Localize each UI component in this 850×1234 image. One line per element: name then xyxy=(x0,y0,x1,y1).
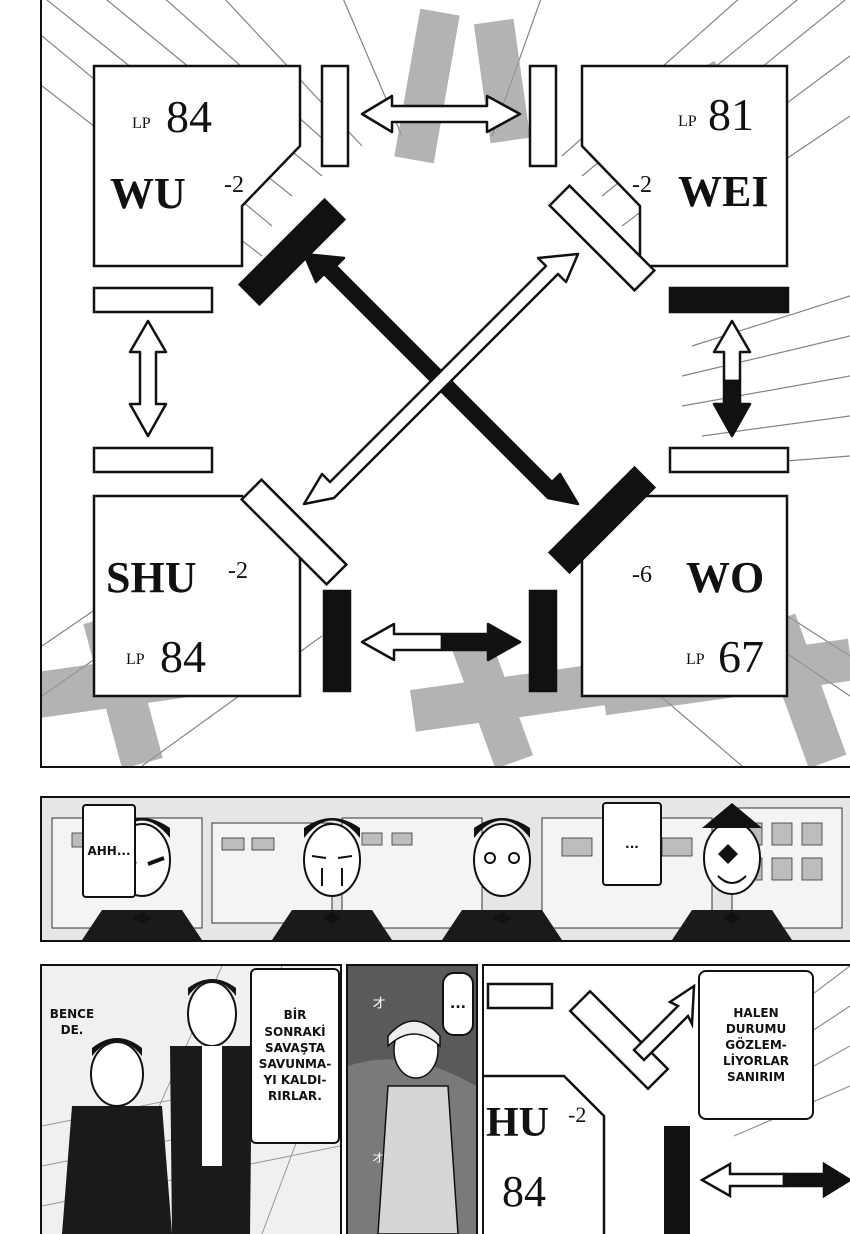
wo-top-shield xyxy=(668,446,790,474)
wei-lp-value: 81 xyxy=(708,89,754,140)
closeup-diag-shield xyxy=(568,989,670,1091)
wo-lp-value: 67 xyxy=(718,631,764,682)
man-3 xyxy=(442,818,562,940)
shu-lp-value: 84 xyxy=(160,631,206,682)
speech-text: BİR SONRAKİ SAVAŞTA SAVUNMA- YI KALDI- R… xyxy=(258,1008,332,1104)
speech-text: AHH... xyxy=(87,843,131,858)
observers-panel: AHH... ... xyxy=(40,796,850,942)
wu-lp-label: LP xyxy=(132,115,151,132)
wei-name: WEI xyxy=(678,167,768,216)
closeup-name: HU xyxy=(486,1100,549,1146)
arrow-wu-shu xyxy=(128,319,168,438)
arrow-wo-to-shu xyxy=(360,622,444,662)
man-2 xyxy=(272,818,392,940)
sfx-small-2: オ xyxy=(372,1151,384,1165)
two-men-illustration xyxy=(42,966,340,1234)
speech-bubble-dots-2: ... xyxy=(442,972,474,1036)
wu-box xyxy=(92,64,302,268)
arrow-wu-wei xyxy=(360,94,522,134)
observers-illustration xyxy=(51,803,843,940)
closeup-arrow-right xyxy=(782,1161,850,1199)
arrow-wo-to-wei xyxy=(712,319,752,383)
wu-lp-value: 84 xyxy=(166,91,212,142)
two-men-panel: BENCE DE. BİR SONRAKİ SAVAŞTA SAVUNMA- Y… xyxy=(40,964,342,1234)
lp-board-diagram: LP 84 WU -2 LP 81 -2 WEI SHU -2 LP 84 -6… xyxy=(42,0,850,766)
closeup-black-shield xyxy=(664,1126,690,1234)
closeup-lp: 84 xyxy=(502,1167,546,1216)
shu-box xyxy=(92,494,302,698)
blond-man-illustration: オ オ xyxy=(348,997,476,1234)
arrow-wei-shu xyxy=(302,252,580,506)
shu-top-shield xyxy=(92,446,214,474)
arrow-shu-to-wo xyxy=(440,622,522,662)
wu-diag-shield xyxy=(237,197,347,307)
speech-bubble-halen: HALEN DURUMU GÖZLEM- LİYORLAR SANIRIM xyxy=(698,970,814,1120)
shu-name: SHU xyxy=(106,553,196,602)
board-closeup-diagram: HU -2 84 xyxy=(484,966,850,1234)
closeup-top-shield xyxy=(486,982,554,1010)
board-closeup-panel: HU -2 84 HALEN DURUMU GÖZLEM- LİYORLAR S… xyxy=(482,964,850,1234)
wu-name: WU xyxy=(110,169,186,218)
wo-name: WO xyxy=(686,553,764,602)
blond-man-panel: オ オ ... xyxy=(346,964,478,1234)
wo-box xyxy=(580,494,789,698)
closeup-arrow-left xyxy=(699,1161,786,1199)
wu-bottom-shield xyxy=(92,286,214,314)
shu-diag-shield xyxy=(239,477,349,587)
sfx-small: オ xyxy=(372,997,386,1012)
man-4 xyxy=(672,803,792,940)
wo-delta: -6 xyxy=(632,562,652,588)
wei-lp-label: LP xyxy=(678,113,697,130)
speech-bubble-ahh: AHH... xyxy=(82,804,136,898)
closeup-arrow xyxy=(632,983,696,1062)
speech-text: ... xyxy=(625,836,639,851)
wu-delta: -2 xyxy=(224,172,244,198)
wo-left-shield xyxy=(528,589,558,693)
wei-diag-shield xyxy=(547,183,657,293)
lp-board-panel: LP 84 WU -2 LP 81 -2 WEI SHU -2 LP 84 -6… xyxy=(40,0,850,768)
speech-bubble-dots: ... xyxy=(602,802,662,886)
closeup-shu-box xyxy=(484,1074,606,1234)
shu-delta: -2 xyxy=(228,558,248,584)
wu-right-shield xyxy=(320,64,350,168)
wei-bottom-shield xyxy=(668,286,790,314)
wo-lp-label: LP xyxy=(686,651,705,668)
speech-bubble-savunma: BİR SONRAKİ SAVAŞTA SAVUNMA- YI KALDI- R… xyxy=(250,968,340,1144)
wo-diag-shield xyxy=(547,465,657,575)
shu-lp-label: LP xyxy=(126,651,145,668)
shu-right-shield xyxy=(322,589,352,693)
wei-left-shield xyxy=(528,64,558,168)
speech-text: ... xyxy=(450,995,466,1012)
arrow-wei-to-wo xyxy=(712,379,752,438)
wei-delta: -2 xyxy=(632,172,652,198)
speech-text: HALEN DURUMU GÖZLEM- LİYORLAR SANIRIM xyxy=(723,1005,789,1085)
speech-text-bence-de: BENCE DE. xyxy=(49,1007,95,1038)
closeup-delta: -2 xyxy=(568,1102,586,1127)
wei-box xyxy=(580,64,789,268)
